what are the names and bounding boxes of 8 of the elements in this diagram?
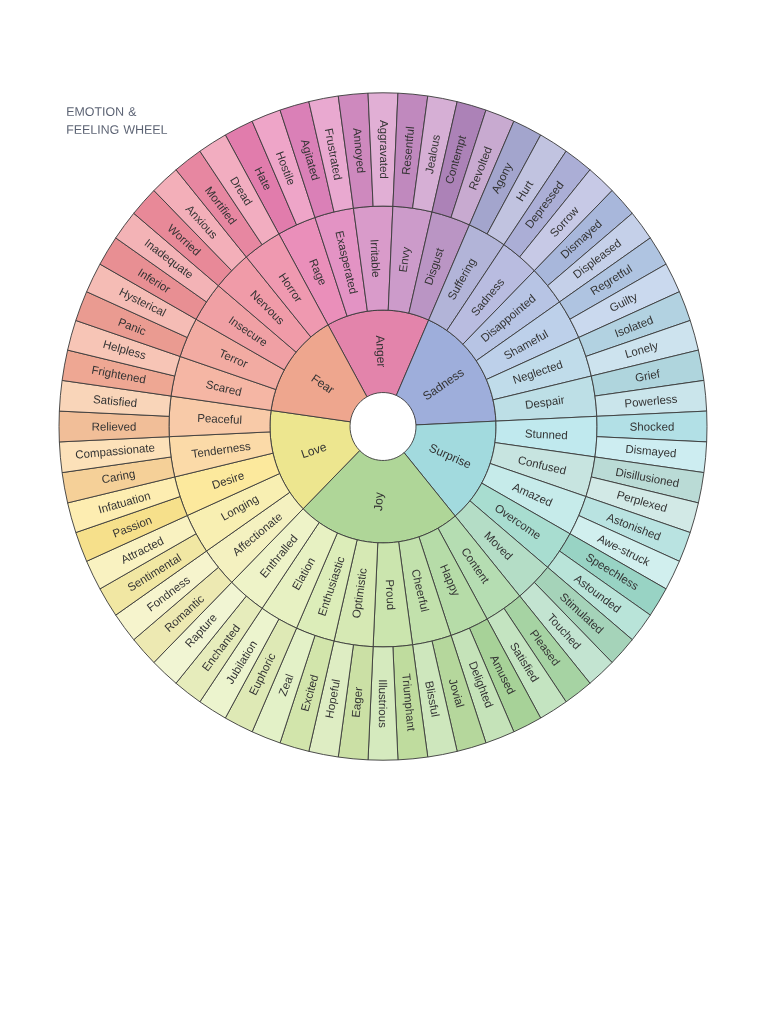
inner-sector: Love — [269, 410, 361, 510]
outer-sector: Illustrious — [367, 646, 399, 761]
inner-sector: Fear — [270, 324, 368, 423]
title: EMOTION & FEELING WHEEL — [67, 107, 168, 134]
middle-sector: Peaceful — [168, 395, 272, 438]
outer-sector: Shocked — [596, 410, 708, 443]
outer-sector: Relieved — [58, 410, 170, 443]
outer-sector: Aggravated — [367, 92, 399, 207]
